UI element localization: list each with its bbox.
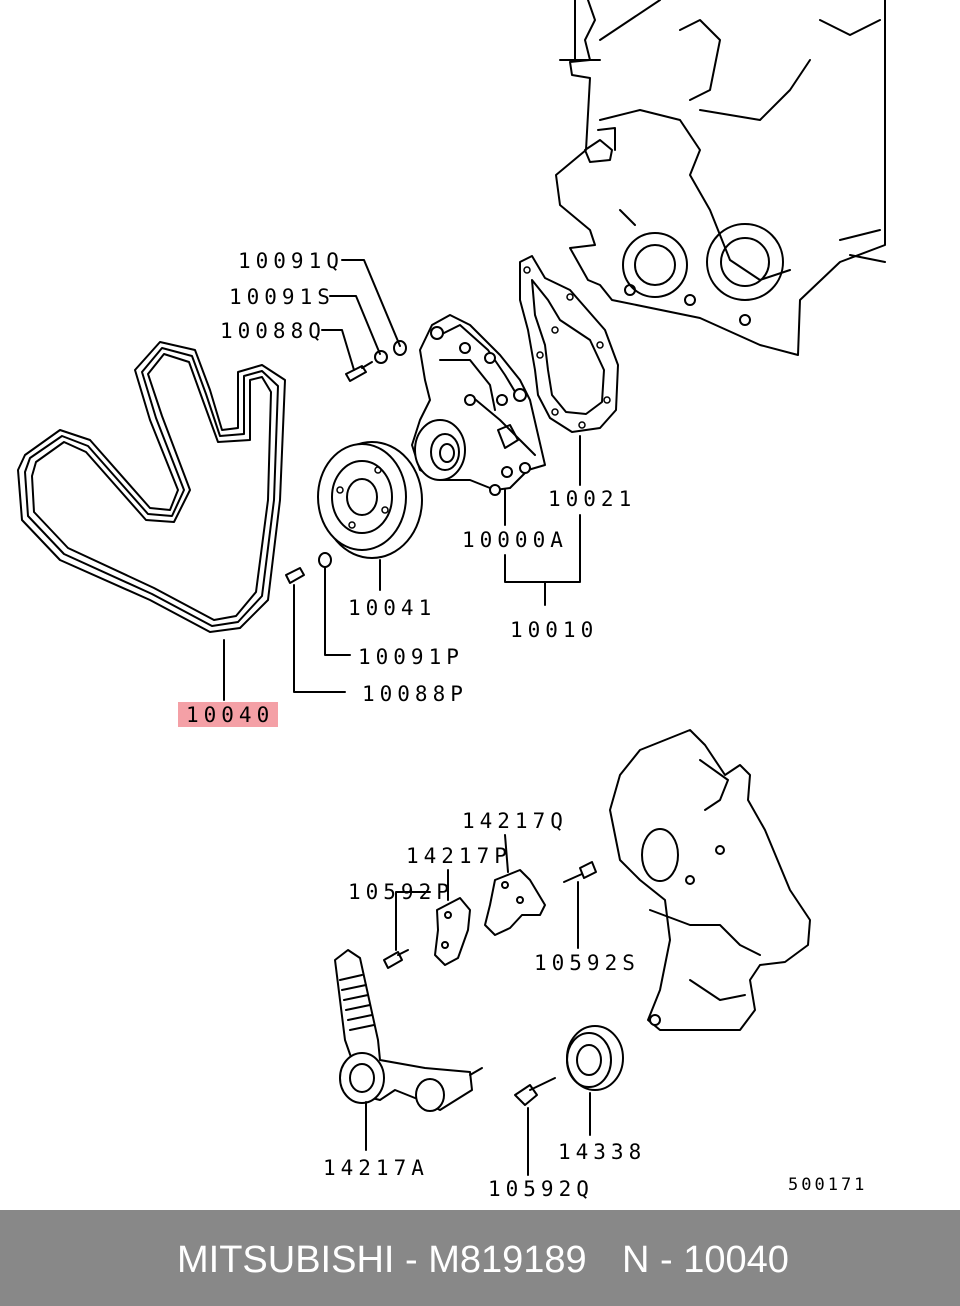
engine-block-drawing — [555, 0, 886, 356]
parts-diagram — [17, 0, 886, 1176]
label-10592p: 10592P — [348, 880, 454, 904]
drive-belt-drawing — [17, 341, 286, 633]
water-pump-drawing — [411, 314, 546, 496]
footer-bar: MITSUBISHI - M819189 N - 10040 — [0, 1210, 960, 1306]
label-14338: 14338 — [558, 1140, 647, 1164]
label-10088q: 10088Q — [220, 319, 326, 343]
idler-pulley-drawing — [514, 1025, 624, 1106]
label-10088p: 10088P — [362, 682, 468, 706]
bolts-washers-drawing — [285, 340, 407, 584]
label-10021: 10021 — [548, 487, 637, 511]
label-10091p: 10091P — [358, 645, 464, 669]
leader-lines-top — [223, 259, 581, 701]
timing-cover-drawing — [609, 729, 811, 1031]
label-10000a: 10000A — [462, 528, 568, 552]
footer-brand-part-number: MITSUBISHI - M819189 — [177, 1239, 587, 1281]
label-10041: 10041 — [348, 596, 437, 620]
diagram-code: 500171 — [788, 1175, 868, 1195]
label-14217a: 14217A — [323, 1156, 429, 1180]
leader-lines-bottom — [365, 834, 591, 1176]
pulley-drawing — [317, 441, 423, 559]
brackets-drawing — [383, 861, 597, 969]
label-10592s: 10592S — [534, 951, 640, 975]
auto-tensioner-drawing — [334, 949, 483, 1112]
label-10010: 10010 — [510, 618, 599, 642]
gasket-drawing — [519, 255, 619, 433]
label-10040-highlighted: 10040 — [178, 702, 279, 727]
label-14217p: 14217P — [406, 844, 512, 868]
label-10091q: 10091Q — [238, 249, 344, 273]
footer-reference-number: N - 10040 — [622, 1239, 789, 1281]
label-10592q: 10592Q — [488, 1177, 594, 1201]
label-10091s: 10091S — [229, 285, 335, 309]
label-14217q: 14217Q — [462, 809, 568, 833]
